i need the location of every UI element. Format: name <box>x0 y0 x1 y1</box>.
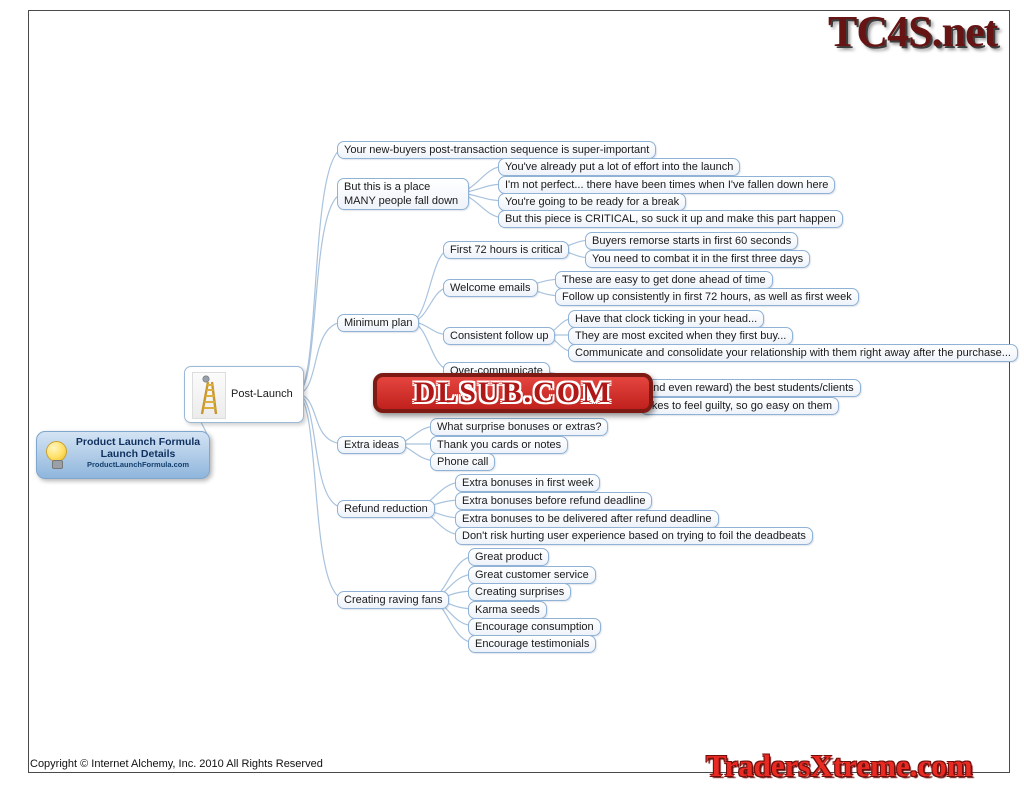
watermark-dlsub-text: DLSUB.COM <box>413 376 613 409</box>
node-raving-item: Great product <box>468 548 550 566</box>
node-obscured-item: likes to feel guilty, so go easy on them <box>640 397 840 415</box>
watermark-tc4s: TC4S.net <box>828 7 998 56</box>
lightbulb-icon <box>45 441 67 469</box>
root-title-line1: Product Launch Formula <box>75 436 201 448</box>
root-url: ProductLaunchFormula.com <box>86 460 190 469</box>
node-raving-item: Karma seeds <box>468 601 547 619</box>
node-fall-down-item: You're going to be ready for a break <box>498 193 687 211</box>
node-raving-item: Creating surprises <box>468 583 572 601</box>
node-obscured-item: and even reward) the best students/clien… <box>640 379 861 397</box>
node-extra-item: Thank you cards or notes <box>430 436 569 454</box>
node-refund-item: Extra bonuses to be delivered after refu… <box>455 510 719 528</box>
node-minimum-plan: Minimum plan <box>337 314 420 332</box>
root-node: Product Launch Formula Launch Details Pr… <box>36 431 210 479</box>
node-refund-reduction: Refund reduction <box>337 500 435 518</box>
node-fall-down: But this is a place MANY people fall dow… <box>337 178 469 210</box>
node-consistent-item: Communicate and consolidate your relatio… <box>568 344 1018 362</box>
node-raving-fans: Creating raving fans <box>337 591 450 609</box>
node-extra-item: Phone call <box>430 453 496 471</box>
node-consistent-item: They are most excited when they first bu… <box>568 327 794 345</box>
node-extra-item: What surprise bonuses or extras? <box>430 418 609 436</box>
node-post-launch-label: Post-Launch <box>231 388 293 400</box>
node-super-important: Your new-buyers post-transaction sequenc… <box>337 141 657 159</box>
node-fall-down-item: But this piece is CRITICAL, so suck it u… <box>498 210 843 228</box>
node-fall-down-item: You've already put a lot of effort into … <box>498 158 741 176</box>
ladder-icon <box>192 372 226 419</box>
node-welcome-item: These are easy to get done ahead of time <box>555 271 773 289</box>
node-refund-item: Extra bonuses before refund deadline <box>455 492 653 510</box>
node-raving-item: Encourage consumption <box>468 618 601 636</box>
node-fall-down-item: I'm not perfect... there have been times… <box>498 176 836 194</box>
root-title-line2: Launch Details <box>100 448 176 460</box>
page-border <box>28 10 1010 773</box>
watermark-dlsub: DLSUB.COM <box>373 373 653 413</box>
node-first-72-item: You need to combat it in the first three… <box>585 250 811 268</box>
node-first-72-item: Buyers remorse starts in first 60 second… <box>585 232 799 250</box>
node-first-72: First 72 hours is critical <box>443 241 570 259</box>
node-raving-item: Great customer service <box>468 566 596 584</box>
node-consistent-followup: Consistent follow up <box>443 327 556 345</box>
node-welcome-item: Follow up consistently in first 72 hours… <box>555 288 859 306</box>
node-raving-item: Encourage testimonials <box>468 635 597 653</box>
node-refund-item: Extra bonuses in first week <box>455 474 601 492</box>
watermark-tradersxtreme: TradersXtreme.com <box>706 748 973 783</box>
node-extra-ideas: Extra ideas <box>337 436 407 454</box>
node-post-launch: Post-Launch <box>184 366 304 423</box>
node-refund-item: Don't risk hurting user experience based… <box>455 527 813 545</box>
node-welcome-emails: Welcome emails <box>443 279 538 297</box>
node-consistent-item: Have that clock ticking in your head... <box>568 310 765 328</box>
copyright-text: Copyright © Internet Alchemy, Inc. 2010 … <box>30 758 323 770</box>
